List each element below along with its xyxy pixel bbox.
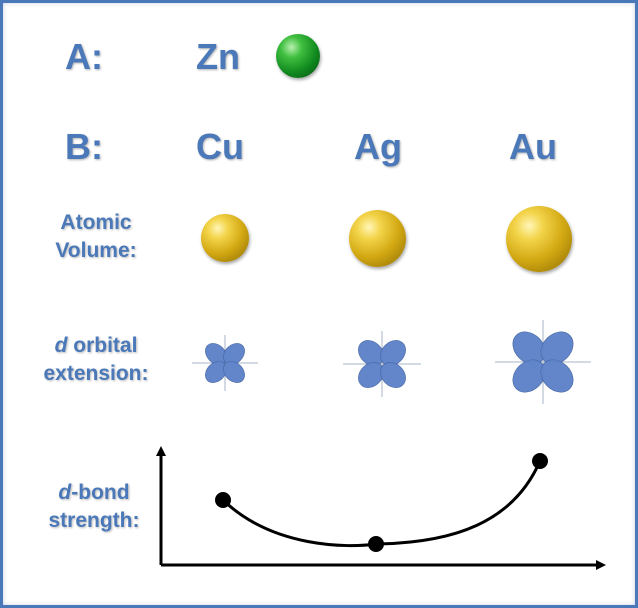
- d-bond-word: -bond: [71, 481, 130, 504]
- zn-symbol: Zn: [196, 36, 240, 77]
- zn-atom-sphere: [276, 34, 320, 78]
- atomic-volume-line1: Atomic: [60, 211, 132, 234]
- au-symbol: Au: [509, 126, 557, 167]
- cu-volume-sphere: [201, 214, 249, 262]
- ag-symbol: Ag: [354, 126, 402, 167]
- cu-strength-point: [215, 492, 231, 508]
- ag-d-orbital-icon: [343, 331, 421, 397]
- d-orbital-extension-label: d orbital extension:: [31, 332, 161, 388]
- d-bond-line2: strength:: [48, 509, 140, 532]
- cu-symbol: Cu: [196, 126, 244, 167]
- atomic-volume-label: Atomic Volume:: [31, 209, 161, 265]
- au-strength-point: [532, 453, 548, 469]
- d-orbital-line2: extension:: [43, 362, 149, 385]
- ag-volume-sphere: [349, 210, 406, 267]
- d-bond-italic-d: d: [58, 481, 72, 504]
- cu-d-orbital-icon: [192, 335, 258, 391]
- row-a-label: A:: [65, 36, 103, 77]
- ag-strength-point: [368, 536, 384, 552]
- d-bond-strength-plot: [156, 446, 606, 570]
- d-bond-trend-curve: [221, 460, 542, 548]
- d-orbital-word: orbital: [67, 334, 138, 357]
- atomic-volume-line2: Volume:: [55, 239, 137, 262]
- d-bond-strength-label: d-bond strength:: [29, 479, 159, 535]
- d-orbital-italic-d: d: [54, 334, 68, 357]
- au-volume-sphere: [506, 206, 572, 272]
- row-b-label: B:: [65, 126, 103, 167]
- au-d-orbital-icon: [495, 320, 591, 404]
